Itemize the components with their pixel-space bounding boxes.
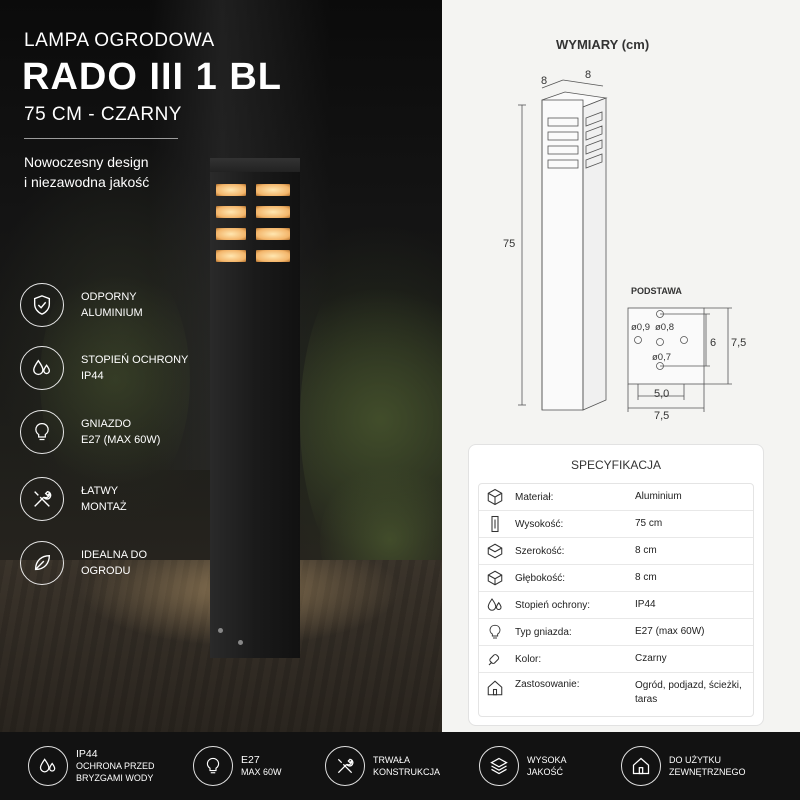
title-divider (24, 138, 178, 139)
base-inner-width: 5,0 (654, 388, 670, 400)
depth-icon (479, 569, 511, 587)
width-icon (479, 542, 511, 560)
product-category: LAMPA OGRODOWA (24, 30, 215, 51)
paint-icon (479, 650, 511, 668)
hole-c-label: ø0,7 (652, 352, 672, 363)
spec-row-application: Zastosowanie: Ogród, podjazd, ścieżki, t… (479, 673, 753, 716)
house-icon (479, 679, 511, 697)
layers-icon (479, 746, 519, 786)
leaf-icon (20, 541, 64, 585)
height-icon (479, 515, 511, 533)
specification-card (468, 444, 764, 726)
garden-lamp-photo (210, 158, 300, 658)
product-photo-panel: LAMPA OGRODOWA RADO III 1 BL 75 CM - CZA… (0, 0, 442, 732)
spec-row-material: Materiał: Aluminium (479, 484, 753, 511)
spec-row-height: Wysokość: 75 cm (479, 511, 753, 538)
product-model: RADO III 1 BL (22, 56, 283, 98)
dimension-drawing (518, 79, 732, 412)
product-variant: 75 CM - CZARNY (24, 104, 182, 125)
dimension-width-a: 8 (541, 75, 548, 87)
spec-row-width: Szerokość: 8 cm (479, 538, 753, 565)
dimensions-title: WYMIARY (cm) (556, 37, 650, 52)
spec-row-color: Kolor: Czarny (479, 646, 753, 673)
water-drops-icon (20, 346, 64, 390)
spec-row-socket: Typ gniazda: E27 (max 60W) (479, 619, 753, 646)
dimension-width-b: 8 (585, 69, 592, 81)
house-icon (621, 746, 661, 786)
base-inner-height: 6 (710, 337, 717, 349)
tools-icon (325, 746, 365, 786)
lightbulb-icon (479, 623, 511, 641)
water-drops-icon (28, 746, 68, 786)
base-label: PODSTAWA (631, 286, 682, 296)
tools-icon (20, 477, 64, 521)
lightbulb-icon (20, 410, 64, 454)
lightbulb-icon (193, 746, 233, 786)
foliage (40, 250, 190, 510)
hole-b-label: ø0,8 (655, 322, 675, 333)
water-drops-icon (479, 596, 511, 614)
spec-row-depth: Głębokość: 8 cm (479, 565, 753, 592)
shield-check-icon (20, 283, 64, 327)
base-outer-height: 7,5 (731, 337, 747, 349)
specification-table: Materiał: Aluminium Wysokość: 75 cm Szer… (478, 483, 754, 717)
base-outer-width: 7,5 (654, 410, 670, 422)
spec-row-protection: Stopień ochrony: IP44 (479, 592, 753, 619)
product-tagline: Nowoczesny design i niezawodna jakość (24, 154, 150, 190)
cube-icon (479, 488, 511, 506)
hole-a-label: ø0,9 (631, 322, 651, 333)
specification-title: SPECYFIKACJA (570, 458, 662, 472)
dimension-height: 75 (503, 238, 516, 250)
